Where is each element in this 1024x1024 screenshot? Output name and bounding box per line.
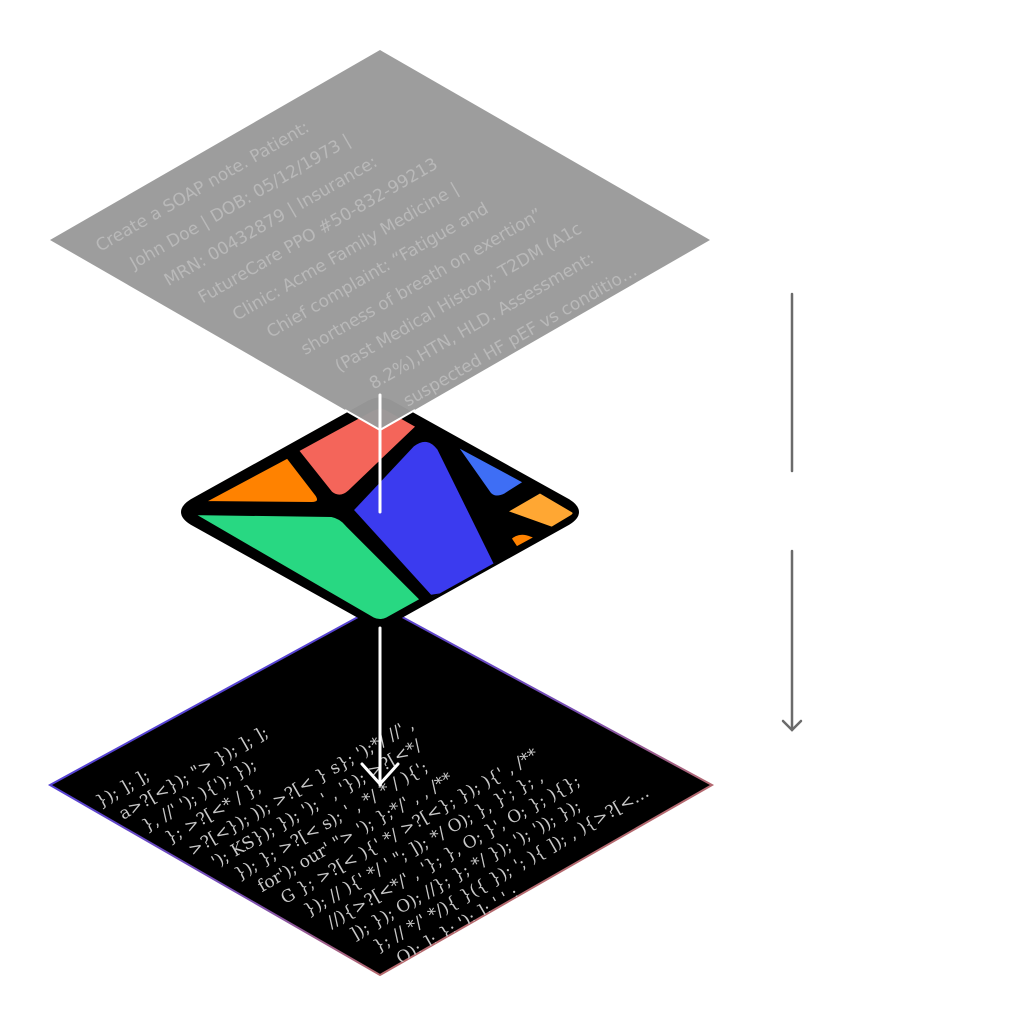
orange-left-piece <box>197 452 323 508</box>
center-connector <box>344 409 416 431</box>
side-arrow-down-icon <box>781 719 803 732</box>
arrow-down-icon <box>360 762 400 787</box>
yellow-right-piece <box>499 487 576 533</box>
model-layer <box>181 397 579 627</box>
green-bottom-piece <box>184 509 427 624</box>
side-flow-arrow <box>781 292 803 732</box>
light-blue-piece <box>447 437 531 502</box>
center-flow-arrow <box>360 393 400 787</box>
input-layer: Create a SOAP note. Patient:John Doe | D… <box>50 50 710 431</box>
input-text-block: Create a SOAP note. Patient:John Doe | D… <box>93 118 641 412</box>
blue-center-piece <box>347 435 511 601</box>
output-plane <box>47 603 715 977</box>
input-plane <box>50 50 710 430</box>
small-orange-piece <box>505 528 543 553</box>
